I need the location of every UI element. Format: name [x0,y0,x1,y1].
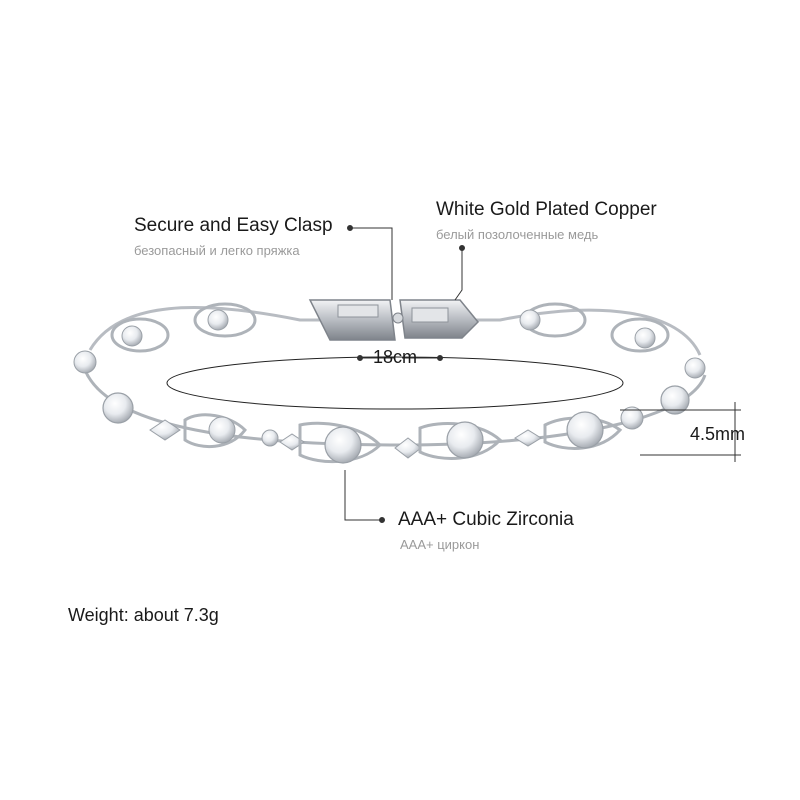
stone-title: AAA+ Cubic Zirconia [398,509,574,530]
length-ellipse [166,356,624,410]
weight-label: Weight: about 7.3g [68,605,219,625]
callout-lines [344,225,741,523]
length-label: 18cm [373,347,418,367]
material-subtitle: белый позолоченные медь [436,227,599,242]
front-links [73,350,706,464]
material-title: White Gold Plated Copper [436,199,657,220]
clasp-title: Secure and Easy Clasp [134,215,333,236]
back-links [110,302,670,353]
clasp-subtitle: безопасный и легко пряжка [134,243,300,258]
clasp-shape [308,299,480,341]
width-label: 4.5mm [690,424,746,444]
bracelet-front-chain [83,369,707,447]
stone-subtitle: AAA+ циркон [400,537,480,552]
